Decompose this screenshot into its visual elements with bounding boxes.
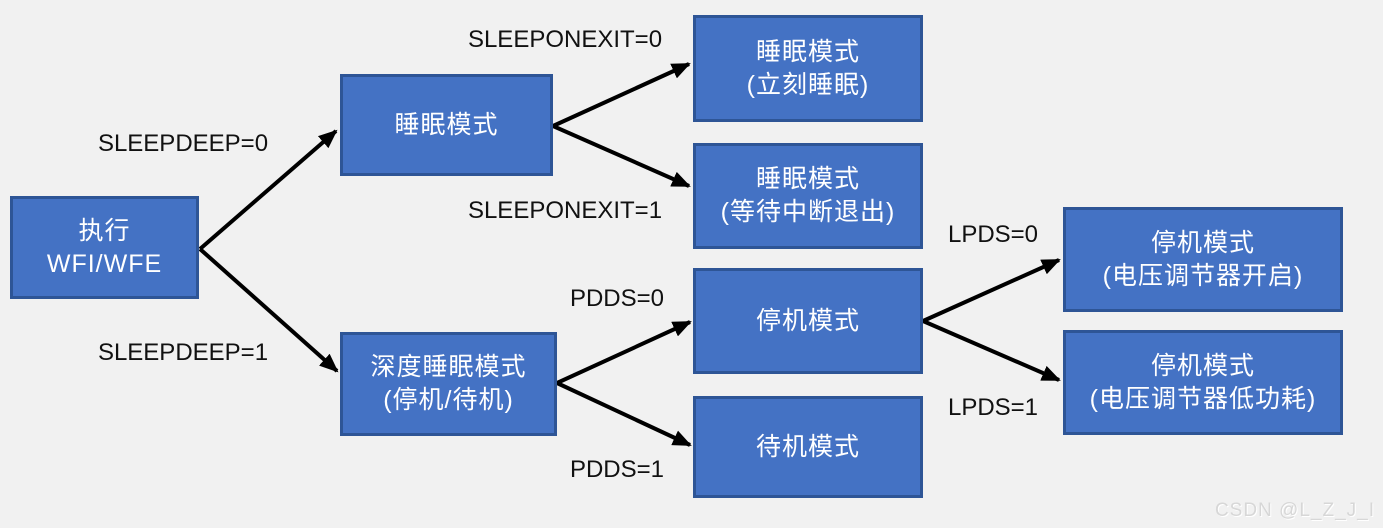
edge-label-lpds-1: LPDS=1 [947, 394, 1039, 421]
node-deep-sleep-mode: 深度睡眠模式 (停机/待机) [340, 332, 557, 436]
arrow-sleeponexit1 [552, 124, 691, 188]
node-sleep-mode-wait-interrupt: 睡眠模式 (等待中断退出) [693, 143, 923, 249]
node-line: WFI/WFE [46, 249, 163, 278]
node-line: 停机模式 [1150, 228, 1255, 257]
node-stop-mode: 停机模式 [693, 268, 923, 374]
arrow-pdds0 [556, 320, 692, 385]
edge-label-sleepdeep-0: SLEEPDEEP=0 [97, 130, 269, 157]
node-line: 深度睡眠模式 [370, 353, 527, 381]
node-line: 待机模式 [755, 432, 860, 461]
edge-label-sleeponexit-0: SLEEPONEXIT=0 [467, 26, 663, 53]
node-line: 停机模式 [1150, 351, 1255, 380]
node-sleep-mode: 睡眠模式 [340, 74, 553, 176]
node-execute-wfi-wfe: 执行 WFI/WFE [10, 196, 199, 299]
node-line: (电压调节器低功耗) [1089, 384, 1317, 413]
arrow-lpds0 [922, 258, 1061, 323]
node-line: 睡眠模式 [755, 165, 860, 193]
node-line: (立刻睡眠) [746, 70, 870, 99]
edge-label-sleeponexit-1: SLEEPONEXIT=1 [467, 197, 663, 224]
node-line: 睡眠模式 [755, 37, 860, 66]
node-sleep-mode-immediate: 睡眠模式 (立刻睡眠) [693, 15, 923, 122]
node-stop-mode-regulator-lowpower: 停机模式 (电压调节器低功耗) [1063, 330, 1343, 435]
arrow-lpds1 [922, 319, 1061, 382]
arrow-sleeponexit0 [552, 62, 691, 128]
edge-label-lpds-0: LPDS=0 [947, 221, 1039, 248]
edge-label-pdds-0: PDDS=0 [569, 285, 665, 312]
arrow-pdds1 [556, 381, 692, 447]
node-line: (等待中断退出) [720, 198, 896, 226]
csdn-watermark: CSDN @L_Z_J_I [1214, 500, 1375, 521]
node-standby-mode: 待机模式 [693, 396, 923, 498]
node-line: 睡眠模式 [394, 110, 499, 139]
node-stop-mode-regulator-on: 停机模式 (电压调节器开启) [1063, 207, 1343, 312]
node-line: (电压调节器开启) [1102, 261, 1304, 290]
node-line: 执行 [78, 216, 131, 245]
node-line: 停机模式 [755, 306, 860, 335]
node-line: (停机/待机) [383, 386, 514, 414]
edge-label-sleepdeep-1: SLEEPDEEP=1 [97, 339, 269, 366]
edge-label-pdds-1: PDDS=1 [569, 456, 665, 483]
